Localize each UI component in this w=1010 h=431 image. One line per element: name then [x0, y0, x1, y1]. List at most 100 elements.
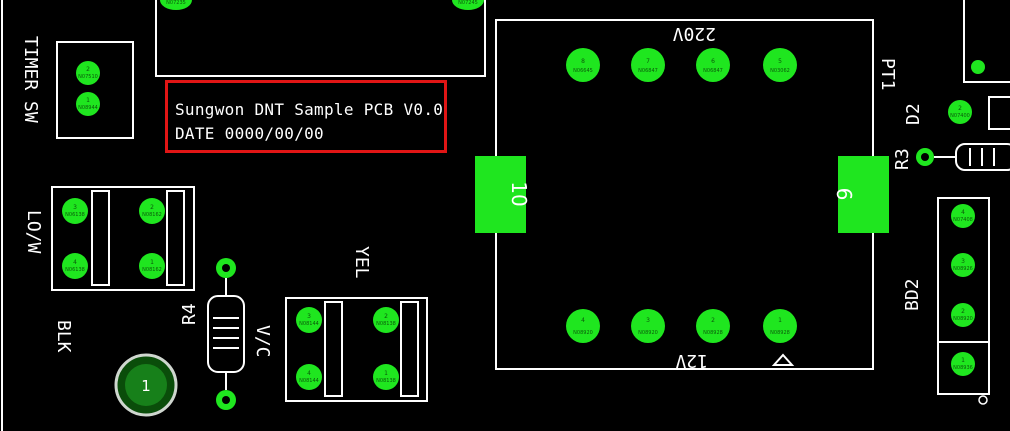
r4-resistor: R4 — [179, 258, 245, 410]
pad-10[interactable]: 10 — [475, 156, 531, 233]
svg-text:8: 8 — [581, 58, 585, 65]
yel-relay: YEL V/C 3 N08144 2 N08138 4 N08144 1 N08… — [252, 246, 428, 402]
12v-label: 12V — [675, 350, 708, 371]
svg-text:2: 2 — [711, 317, 715, 324]
pad[interactable]: 1 N08162 — [139, 253, 165, 279]
svg-text:4: 4 — [307, 370, 311, 377]
pad[interactable]: 4 N06138 — [62, 253, 88, 279]
board-title-text: Sungwon DNT Sample PCB V0.0 — [175, 100, 444, 119]
svg-text:4: 4 — [73, 259, 77, 266]
r4-label: R4 — [179, 303, 200, 325]
svg-text:N08936: N08936 — [953, 365, 973, 371]
r3-label: R3 — [892, 148, 913, 170]
svg-text:2: 2 — [958, 105, 962, 112]
pad[interactable]: 8 N06645 — [566, 48, 600, 82]
yel-label: YEL — [351, 246, 372, 279]
pad[interactable]: 2 N08138 — [373, 307, 399, 333]
svg-text:N08138: N08138 — [376, 378, 396, 384]
svg-text:N08162: N08162 — [142, 267, 162, 273]
transformer-pt1: 220V 12V PT1 10 9 8 N06645 7 N06847 6 N0… — [475, 19, 898, 371]
pad[interactable]: 4 N08144 — [296, 364, 322, 390]
pad[interactable]: 4 N08920 — [566, 309, 600, 343]
pad[interactable]: 3 N08926 — [951, 253, 975, 277]
board-info-box[interactable] — [165, 80, 447, 153]
r3-resistor: R3 — [892, 143, 1010, 171]
svg-text:4: 4 — [581, 317, 585, 324]
pad[interactable]: 4 N07408 — [951, 204, 975, 228]
svg-text:N06847: N06847 — [638, 68, 658, 74]
svg-text:N08926: N08926 — [953, 266, 973, 272]
svg-text:N06847: N06847 — [703, 68, 723, 74]
pad[interactable]: 1 N08928 — [763, 309, 797, 343]
pad-net: N07245 — [458, 0, 478, 6]
pad[interactable]: 3 N08920 — [631, 309, 665, 343]
blk-label: BLK — [53, 320, 74, 353]
pad[interactable]: 2 N07400 — [948, 100, 972, 124]
svg-text:N08928: N08928 — [770, 330, 790, 336]
svg-text:N07510: N07510 — [78, 74, 98, 80]
pad[interactable]: 6 N06847 — [696, 48, 730, 82]
svg-text:4: 4 — [961, 209, 965, 216]
pad[interactable]: 1 N08936 — [951, 352, 975, 376]
svg-text:N06645: N06645 — [573, 68, 593, 74]
pad[interactable]: 3 N06138 — [62, 198, 88, 224]
svg-text:2: 2 — [384, 313, 388, 320]
svg-text:9: 9 — [833, 188, 857, 201]
low-relay: LO/W 3 N06138 2 N08162 4 N06138 1 N08162 — [23, 186, 195, 291]
svg-text:N07400: N07400 — [950, 113, 970, 119]
pad[interactable] — [916, 148, 934, 166]
svg-text:2: 2 — [86, 66, 90, 73]
svg-text:1: 1 — [141, 377, 151, 395]
svg-text:1: 1 — [150, 259, 154, 266]
svg-text:3: 3 — [73, 204, 77, 211]
pt1-label: PT1 — [877, 58, 898, 91]
pad[interactable]: 7 N06847 — [631, 48, 665, 82]
pad[interactable]: 1 N08138 — [373, 364, 399, 390]
pad[interactable]: 5 N03062 — [763, 48, 797, 82]
pad-9[interactable]: 9 — [833, 156, 889, 233]
svg-text:1: 1 — [384, 370, 388, 377]
svg-text:N06138: N06138 — [65, 267, 85, 273]
svg-text:3: 3 — [646, 317, 650, 324]
d2-diode: D2 2 N07400 — [903, 0, 1010, 130]
svg-text:1: 1 — [778, 317, 782, 324]
pad[interactable]: 2 N07510 — [76, 61, 100, 85]
svg-text:7: 7 — [646, 58, 650, 65]
svg-text:N08144: N08144 — [299, 321, 319, 327]
pad[interactable]: 2 N08920 — [951, 303, 975, 327]
svg-text:N08928: N08928 — [703, 330, 723, 336]
svg-text:3: 3 — [307, 313, 311, 320]
pad[interactable]: 2 N08162 — [139, 198, 165, 224]
svg-text:6: 6 — [711, 58, 715, 65]
pad[interactable]: 2 N08928 — [696, 309, 730, 343]
pad-net: N07235 — [166, 0, 186, 6]
svg-text:N07408: N07408 — [953, 217, 973, 223]
svg-text:1: 1 — [961, 357, 965, 364]
svg-text:N08920: N08920 — [573, 330, 593, 336]
svg-text:N03062: N03062 — [770, 68, 790, 74]
timer-switch: TIMER SW 2 N07510 1 N08944 — [20, 36, 134, 139]
board-date-text: DATE 0000/00/00 — [175, 124, 324, 143]
lo-w-label: LO/W — [23, 210, 44, 254]
svg-text:3: 3 — [961, 258, 965, 265]
svg-text:N06138: N06138 — [65, 212, 85, 218]
svg-text:N08920: N08920 — [953, 316, 973, 322]
pin1-marker-icon — [771, 353, 795, 366]
timer-sw-label: TIMER SW — [20, 36, 41, 123]
mount-hole[interactable]: 1 — [114, 353, 178, 417]
svg-text:N08138: N08138 — [376, 321, 396, 327]
bd2-bridge: BD2 4 N07408 3 N08926 2 N08920 1 N08936 — [902, 197, 990, 405]
220v-label: 220V — [672, 23, 716, 44]
pad[interactable]: 3 N08144 — [296, 307, 322, 333]
svg-text:2: 2 — [150, 204, 154, 211]
svg-text:N08944: N08944 — [78, 105, 98, 111]
pad[interactable]: 1 N08944 — [76, 92, 100, 116]
svg-text:1: 1 — [86, 97, 90, 104]
pad[interactable] — [971, 60, 985, 74]
svg-text:5: 5 — [778, 58, 782, 65]
top-component: N07235 N07245 — [155, 0, 486, 77]
svg-text:N08920: N08920 — [638, 330, 658, 336]
svg-text:10: 10 — [507, 181, 531, 206]
bd2-label: BD2 — [902, 278, 923, 311]
